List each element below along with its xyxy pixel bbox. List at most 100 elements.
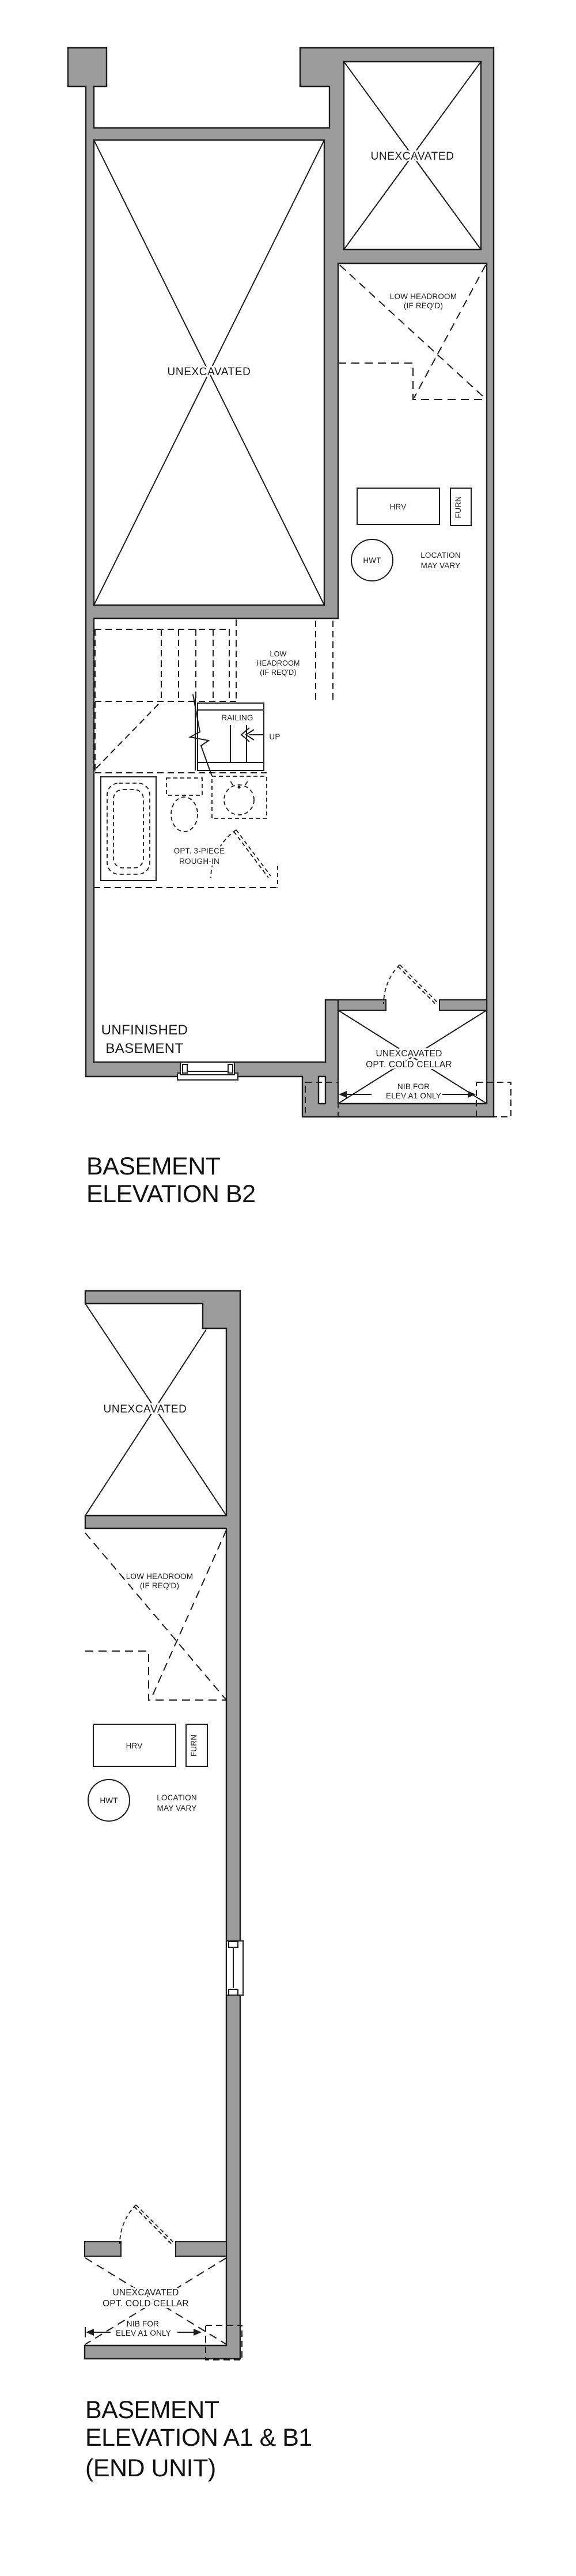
b2-cc-label1: UNEXCAVATED [376,1049,442,1059]
a1-location-label1: LOCATION [157,1793,197,1802]
b2-hwt-label: HWT [363,556,381,565]
b2-location-label1: LOCATION [420,551,461,560]
b2-railing-stairs: RAILING UP [188,694,282,777]
faucet-icon [237,785,241,789]
bath-door-leaf2 [233,831,269,878]
b2-coldcellar-wall-left [338,999,386,1011]
a1-nib-label1: NIB FOR [127,2320,159,2328]
a1-coldcellar-wall-right [175,2241,227,2257]
window-icon-a1 [226,1940,244,1996]
b2-nib-label2: ELEV A1 ONLY [386,1091,441,1100]
b2-main-label: UNEXCAVATED [168,366,251,378]
nib-arrow-left-icon-a1 [85,2327,111,2337]
b2-roughin-label1: OPT. 3-PIECE [174,847,225,855]
b2-nib-label1: NIB FOR [397,1082,430,1091]
b2-stairs-lh-label2: HEADROOM [256,659,300,667]
a1-low-headroom-area: LOW HEADROOM (IF REQ'D) [85,1529,227,1701]
b2-hrv-box [357,488,440,525]
b2-furn-label: FURN [454,496,463,518]
faucet-handle-right [245,780,249,785]
a1-hwt-label: HWT [100,1796,118,1805]
b2-nib-box-left [305,1082,339,1117]
a1-title-line3: (END UNIT) [85,2454,216,2482]
a1-lh-x1 [85,1532,227,1701]
nib-arrow-left-icon [339,1091,372,1098]
b2-railing-label: RAILING [221,713,253,722]
a1-main-room: UNEXCAVATED [85,1303,227,1516]
cellar-door-swing-icon-a1 [119,2204,174,2245]
b2-coldcellar-wall-right [439,999,487,1011]
bathtub-icon [107,783,150,875]
b2-unfinished-label2: BASEMENT [105,1041,183,1056]
a1-cc-label2: OPT. COLD CELLAR [103,2299,189,2309]
b2-window-cap-right [228,1064,233,1074]
b2-roughin-label2: ROUGH-IN [179,857,219,866]
b2-unfinished-label1: UNFINISHED [101,1022,188,1038]
b2-main-x2 [93,139,325,606]
b2-cold-cellar: UNEXCAVATED OPT. COLD CELLAR NIB FOR ELE… [305,964,511,1117]
b2-garage-room: UNEXCAVATED [343,61,482,250]
a1-nib-arrow-right-head [194,2329,202,2336]
a1-nib-arrow-left-head [86,2329,94,2336]
bath-door-swing-icon [210,829,271,879]
b2-garage-label: UNEXCAVATED [371,150,454,163]
b2-main-room: UNEXCAVATED [93,139,325,606]
a1-cold-cellar: UNEXCAVATED OPT. COLD CELLAR NIB FOR ELE… [85,2204,242,2360]
a1-hrv-box [93,1724,176,1767]
a1-cc-label1: UNEXCAVATED [112,2288,179,2298]
cc-door-arc [383,964,400,1004]
a1-nib-label2: ELEV A1 ONLY [116,2329,171,2337]
b2-furn-box [450,488,472,526]
b2-title-line1: BASEMENT [86,1153,221,1180]
b2-cc-x2 [338,1010,487,1104]
a1b1-walls [84,1290,241,2360]
b2-garage-room-border [343,61,482,250]
faucet-handle-left [229,780,233,785]
b2-walls [67,47,495,1118]
sink-box [211,776,267,819]
cellar-door-swing-icon [383,964,438,1005]
b2-stairs-lh-label1: LOW [270,650,286,658]
a1-location-label2: MAY VARY [157,1804,197,1812]
a1-title-line1: BASEMENT [85,2396,219,2424]
b2-hwt-circle [351,539,393,581]
toilet-bowl-icon [170,796,198,832]
a1-window-cap-bottom [228,1989,238,1996]
toilet-tank-icon [166,777,203,796]
a1-window-frame [226,1940,244,1996]
up-arrow-chevron2 [245,729,255,741]
b2-lh-step [338,362,486,400]
b2-lh-x2 [414,265,486,398]
bathtub-box [100,776,157,881]
bathtub-inner-icon [113,789,144,868]
sink-icon [223,784,255,815]
b2-up-label: UP [269,732,280,741]
b2-lh-label2: (IF REQ'D) [404,301,443,310]
b2-nib-box-right [476,1082,511,1117]
b2-mechanical: HRV FURN HWT LOCATION MAY VARY [351,488,472,581]
a1-furn-label: FURN [190,1735,198,1757]
floor-plan-b2: UNEXCAVATED UNEXCAVATED LOW HEADROOM (IF… [67,47,511,1208]
a1-title-line2: ELEVATION A1 & B1 [85,2424,312,2452]
a1-door-leaf2 [134,2206,172,2245]
nib-arrow-left-head [339,1091,347,1098]
b2-cc-label2: OPT. COLD CELLAR [366,1060,452,1070]
b2-low-headroom-area: LOW HEADROOM (IF REQ'D) [338,265,486,400]
b2-window-cap-left [182,1064,188,1074]
a1-nib-box-right [205,2325,242,2360]
up-arrow-icon [240,727,263,742]
a1-lh-label1: LOW HEADROOM [126,1572,193,1581]
a1-lh-step [85,1650,226,1701]
break-line-icon [188,694,213,777]
bath-door-leaf1 [236,829,271,877]
window-icon [177,1062,238,1081]
a1-lh-label2: (IF REQ'D) [140,1581,179,1590]
cc-door-leaf2 [397,966,437,1005]
bath-door-arc [210,829,237,879]
nib-arrow-right-icon-a1 [177,2329,202,2336]
b2-stair-dash-diag [96,702,161,769]
b2-main-room-border [93,139,325,606]
b2-bathroom-roughin: OPT. 3-PIECE ROUGH-IN [94,776,278,888]
a1-lh-x2 [151,1529,227,1698]
